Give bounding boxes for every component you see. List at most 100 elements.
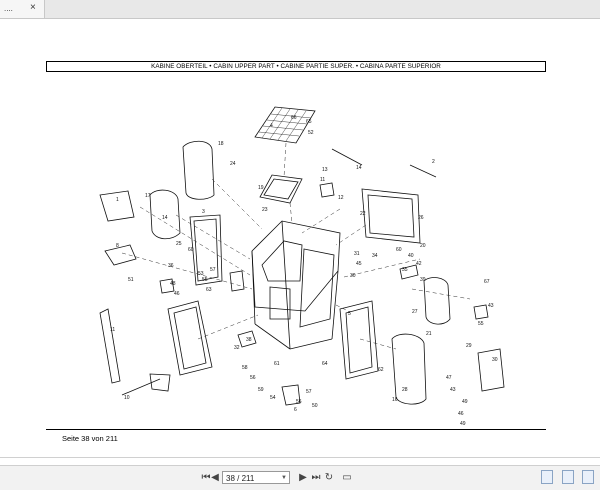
svg-text:18: 18 <box>218 141 224 147</box>
svg-text:42: 42 <box>416 261 422 267</box>
svg-text:60: 60 <box>396 247 402 253</box>
svg-text:56: 56 <box>250 375 256 381</box>
svg-text:1: 1 <box>116 197 119 203</box>
tab-bar: .... × <box>0 0 600 19</box>
svg-text:46: 46 <box>174 291 180 297</box>
door-glass-left <box>167 300 213 376</box>
svg-text:43: 43 <box>450 387 456 393</box>
roof-hatch-grid <box>254 106 316 144</box>
page-title: KABINE OBERTEIL • CABIN UPPER PART • CAB… <box>46 61 546 72</box>
svg-text:13: 13 <box>322 167 328 173</box>
last-page-icon[interactable]: ⏭ <box>311 472 321 483</box>
previous-page-icon[interactable]: ◀ <box>211 472 219 483</box>
svg-text:11: 11 <box>320 177 325 183</box>
first-page-icon[interactable]: ⏮ <box>201 472 211 483</box>
document-tab[interactable]: .... × <box>0 0 45 18</box>
svg-text:54: 54 <box>270 395 276 401</box>
svg-text:3: 3 <box>202 209 205 215</box>
svg-text:63: 63 <box>206 287 212 293</box>
roof-hatch-frame <box>259 174 303 204</box>
svg-text:35: 35 <box>402 267 408 273</box>
svg-text:5: 5 <box>348 311 351 317</box>
svg-text:52: 52 <box>308 130 314 136</box>
page-footer: Seite 38 von 211 <box>62 434 118 443</box>
svg-text:56: 56 <box>296 399 302 405</box>
svg-text:31: 31 <box>354 251 360 257</box>
svg-text:49: 49 <box>462 399 468 405</box>
bottom-toolbar: ⏮ ◀ 38 / 211 ▼ ▶ ⏭ ↻ ▭ <box>0 465 600 490</box>
svg-text:49: 49 <box>460 421 466 427</box>
svg-text:21: 21 <box>426 331 432 337</box>
svg-text:46: 46 <box>458 411 464 417</box>
svg-text:58: 58 <box>242 365 248 371</box>
svg-text:40: 40 <box>408 253 414 259</box>
svg-text:28: 28 <box>402 387 408 393</box>
svg-text:51: 51 <box>128 277 134 283</box>
svg-text:43: 43 <box>488 303 494 309</box>
svg-text:24: 24 <box>230 161 236 167</box>
svg-text:39: 39 <box>420 277 426 283</box>
chevron-down-icon[interactable]: ▼ <box>281 475 287 481</box>
cabin-body <box>251 220 341 350</box>
svg-text:14: 14 <box>356 165 362 171</box>
side-window-right <box>361 188 421 244</box>
tab-label: .... <box>4 4 13 13</box>
svg-text:4: 4 <box>270 123 273 129</box>
svg-text:16: 16 <box>392 397 398 403</box>
svg-text:23: 23 <box>262 207 268 213</box>
svg-text:53: 53 <box>198 271 204 277</box>
page-view: KABINE OBERTEIL • CABIN UPPER PART • CAB… <box>0 19 600 465</box>
svg-text:25: 25 <box>176 241 182 247</box>
svg-text:47: 47 <box>446 375 452 381</box>
single-page-view-icon[interactable] <box>541 470 554 484</box>
exploded-parts-diagram: 66 65 52 4 18 24 19 23 1 17 14 13 14 2 1… <box>99 106 505 427</box>
svg-text:57: 57 <box>210 267 216 273</box>
svg-text:11: 11 <box>110 327 115 333</box>
continuous-view-icon[interactable] <box>561 470 574 484</box>
page-number-value: 38 / 211 <box>226 474 255 483</box>
next-page-icon[interactable]: ▶ <box>299 472 307 483</box>
svg-text:17: 17 <box>145 193 151 199</box>
svg-text:45: 45 <box>356 261 362 267</box>
close-icon[interactable]: × <box>30 2 36 13</box>
svg-text:38: 38 <box>246 337 252 343</box>
rotate-icon[interactable]: ↻ <box>324 472 334 483</box>
svg-text:65: 65 <box>306 119 312 125</box>
svg-text:60: 60 <box>188 247 194 253</box>
svg-text:67: 67 <box>484 279 490 285</box>
svg-text:57: 57 <box>306 389 312 395</box>
svg-text:20: 20 <box>420 243 426 249</box>
svg-text:19: 19 <box>258 185 264 191</box>
facing-view-icon[interactable] <box>582 470 594 484</box>
svg-text:64: 64 <box>322 361 328 367</box>
svg-text:30: 30 <box>492 357 498 363</box>
svg-text:59: 59 <box>258 387 264 393</box>
svg-text:27: 27 <box>412 309 418 315</box>
svg-text:55: 55 <box>478 321 484 327</box>
svg-text:14: 14 <box>162 215 168 221</box>
page-number-field[interactable]: 38 / 211 ▼ <box>222 471 290 484</box>
svg-text:34: 34 <box>372 253 378 259</box>
svg-text:66: 66 <box>291 115 297 121</box>
svg-text:48: 48 <box>170 281 176 287</box>
svg-text:22: 22 <box>360 211 366 217</box>
svg-text:26: 26 <box>418 215 424 221</box>
svg-text:62: 62 <box>378 367 384 373</box>
footer-rule <box>46 429 546 430</box>
door-glass-right <box>339 300 379 380</box>
svg-text:61: 61 <box>274 361 280 367</box>
view-mode-buttons <box>537 470 594 489</box>
svg-text:8: 8 <box>116 243 119 249</box>
svg-text:12: 12 <box>338 195 344 201</box>
page-separator <box>0 457 600 458</box>
svg-text:30: 30 <box>350 273 356 279</box>
svg-text:55: 55 <box>202 277 208 283</box>
fit-page-icon[interactable]: ▭ <box>342 472 352 483</box>
svg-text:50: 50 <box>312 403 318 409</box>
svg-text:32: 32 <box>234 345 240 351</box>
svg-text:36: 36 <box>168 263 174 269</box>
svg-text:29: 29 <box>466 343 472 349</box>
svg-text:2: 2 <box>432 159 435 165</box>
svg-text:6: 6 <box>294 407 297 413</box>
svg-text:10: 10 <box>124 395 130 401</box>
